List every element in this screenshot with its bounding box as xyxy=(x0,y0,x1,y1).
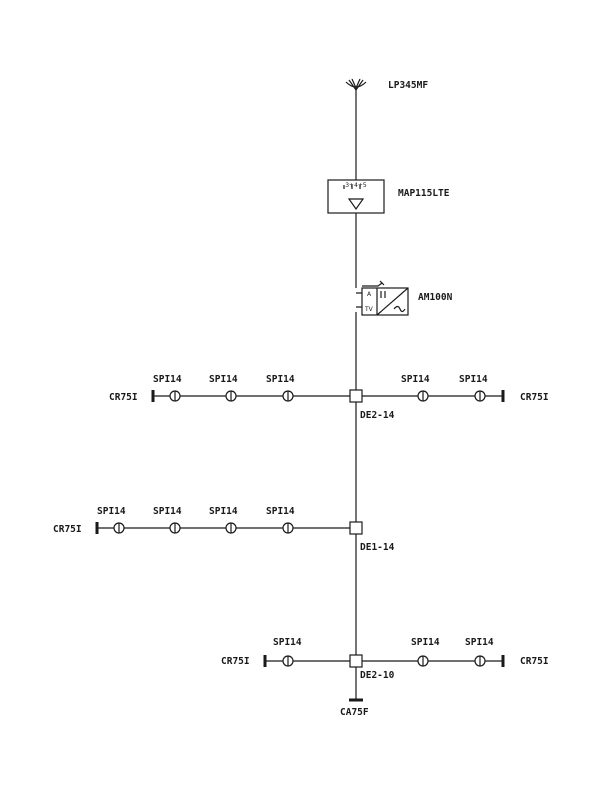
branch-3-outlet-l1 xyxy=(282,655,294,667)
branch-3-outlet-l1-label: SPI14 xyxy=(273,637,302,648)
amplifier-inputs: 3+4+5 xyxy=(345,182,367,189)
modulator-label: AM100N xyxy=(418,292,453,303)
branch-2-outlet-l4-label: SPI14 xyxy=(266,506,295,517)
branch-1-splitter xyxy=(349,389,363,403)
branch-1-outlet-r1 xyxy=(417,390,429,402)
branch-2-outlet-l2 xyxy=(169,522,181,534)
branch-2-outlet-l3 xyxy=(225,522,237,534)
branch-1-splitter-label: DE2-14 xyxy=(360,410,395,421)
modulator-port-a: A xyxy=(367,291,372,298)
branch-1-outlet-r1-label: SPI14 xyxy=(401,374,430,385)
branch-2-outlet-l2-label: SPI14 xyxy=(153,506,182,517)
branch-1-left-term-label: CR75I xyxy=(109,392,138,403)
branch-1-right-term-label: CR75I xyxy=(520,392,549,403)
branch-3-splitter xyxy=(349,654,363,668)
antenna-icon xyxy=(345,78,367,92)
branch-2-outlet-l1 xyxy=(113,522,125,534)
modulator-port-tv: TV xyxy=(364,306,374,313)
branch-1-outlet-r2 xyxy=(474,390,486,402)
branch-1-outlet-l1-label: SPI14 xyxy=(153,374,182,385)
branch-1-outlet-l1 xyxy=(169,390,181,402)
branch-3-outlet-r2 xyxy=(474,655,486,667)
amplifier-label: MAP115LTE xyxy=(398,188,450,199)
branch-3-outlet-r2-label: SPI14 xyxy=(465,637,494,648)
branch-3-splitter-label: DE2-10 xyxy=(360,670,395,681)
modulator-block: A TV xyxy=(356,280,409,316)
amplifier-triangle-icon xyxy=(347,198,365,211)
branch-2-splitter xyxy=(349,521,363,535)
branch-2-left-term-label: CR75I xyxy=(53,524,82,535)
branch-2-splitter-label: DE1-14 xyxy=(360,542,395,553)
branch-3-outlet-r1-label: SPI14 xyxy=(411,637,440,648)
branch-1-outlet-l3-label: SPI14 xyxy=(266,374,295,385)
amplifier-block: 3+4+5 xyxy=(327,179,385,214)
branch-2-outlet-l4 xyxy=(282,522,294,534)
branch-2-outlet-l3-label: SPI14 xyxy=(209,506,238,517)
branch-3-right-term-label: CR75I xyxy=(520,656,549,667)
branch-3-left-term-label: CR75I xyxy=(221,656,250,667)
branch-1-outlet-l2 xyxy=(225,390,237,402)
branch-3-outlet-r1 xyxy=(417,655,429,667)
branch-1-outlet-l3 xyxy=(282,390,294,402)
branch-1-outlet-r2-label: SPI14 xyxy=(459,374,488,385)
branch-2-outlet-l1-label: SPI14 xyxy=(97,506,126,517)
branch-1-outlet-l2-label: SPI14 xyxy=(209,374,238,385)
end-termination-label: CA75F xyxy=(340,707,369,718)
antenna-label: LP345MF xyxy=(388,80,428,91)
